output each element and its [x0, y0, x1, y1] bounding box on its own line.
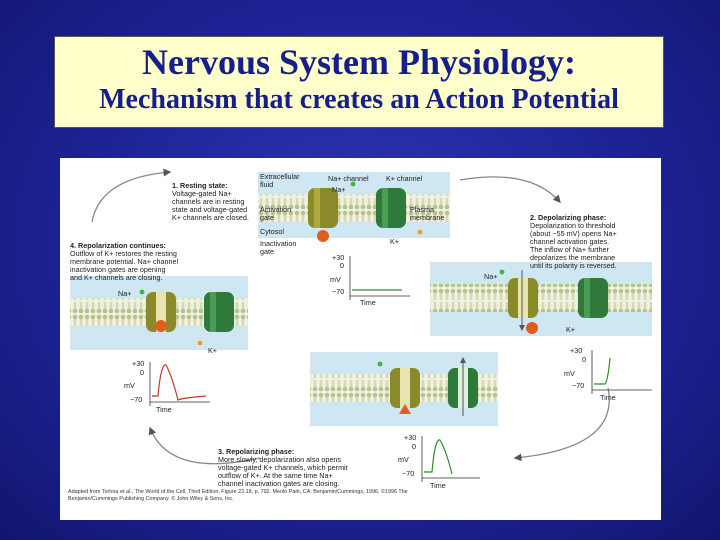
label-cytosol: Cytosol	[260, 227, 284, 236]
panel-repolarization-continues	[70, 276, 248, 350]
g3-tick-minus70: −70	[402, 469, 415, 478]
label-na-ion-4: Na+	[118, 289, 132, 298]
label-k-ion-4: K+	[208, 346, 217, 355]
g4-axis-mv: mV	[124, 381, 135, 390]
graph-depolarizing	[591, 350, 652, 394]
g3-tick-plus30: +30	[404, 433, 417, 442]
na-channel-shape	[308, 188, 338, 228]
title-box: Nervous System Physiology: Mechanism tha…	[54, 36, 664, 128]
g3-axis-time: Time	[430, 481, 446, 490]
step-1-caption: 1. Resting state: Voltage-gated Na+ chan…	[172, 181, 249, 222]
figure-credit: Adapted from Tortora et al., The World o…	[68, 489, 408, 502]
graph-resting	[349, 256, 410, 300]
step-4-caption: 4. Repolarization continues: Outflow of …	[70, 241, 179, 282]
label-extracellular: Extracellular fluid	[260, 172, 300, 189]
action-potential-figure: 1. Resting state: Voltage-gated Na+ chan…	[60, 158, 661, 520]
inactivation-gate-ball	[317, 230, 329, 242]
g1-axis-mv: mV	[330, 275, 341, 284]
g1-tick-zero: 0	[340, 261, 344, 270]
graph-repolarizing	[421, 436, 480, 482]
g2-tick-minus70: −70	[572, 381, 585, 390]
panel-repolarizing	[310, 352, 498, 426]
g4-tick-plus30: +30	[132, 359, 145, 368]
g2-axis-mv: mV	[564, 369, 575, 378]
g4-axis-time: Time	[156, 405, 172, 414]
g3-tick-zero: 0	[412, 442, 416, 451]
slide-subtitle: Mechanism that creates an Action Potenti…	[99, 84, 619, 115]
label-plasma-membrane: Plasma membrane	[410, 205, 445, 222]
label-k-ion-2: K+	[566, 325, 575, 334]
g2-tick-plus30: +30	[570, 346, 583, 355]
g4-tick-minus70: −70	[130, 395, 143, 404]
g2-tick-zero: 0	[582, 355, 586, 364]
cycle-arrows	[91, 168, 610, 465]
label-k-channel: K+ channel	[386, 174, 423, 183]
label-k-ion-1: K+	[390, 237, 399, 246]
panel-depolarizing	[430, 262, 652, 336]
g1-tick-plus30: +30	[332, 253, 345, 262]
label-na-ion-1: Na+	[332, 185, 346, 194]
label-activation-gate: Activation gate	[260, 205, 292, 222]
g3-axis-mv: mV	[398, 455, 409, 464]
panel-resting-state	[258, 172, 450, 242]
step-2-caption: 2. Depolarizing phase: Depolarization to…	[530, 213, 617, 270]
k-channel-shape	[376, 188, 406, 228]
label-na-channel: Na+ channel	[328, 174, 369, 183]
slide-title: Nervous System Physiology:	[142, 42, 576, 82]
figure-graphics	[70, 168, 652, 482]
step-3-caption: 3. Repolarizing phase: More slowly, depo…	[218, 447, 348, 488]
graph-repolarization-continues	[149, 362, 210, 406]
g1-tick-minus70: −70	[332, 287, 345, 296]
g2-axis-time: Time	[600, 393, 616, 402]
g4-tick-zero: 0	[140, 368, 144, 377]
label-inactivation-gate: Inactivation gate	[260, 239, 297, 256]
g1-axis-time: Time	[360, 298, 376, 307]
label-na-ion-2: Na+	[484, 272, 498, 281]
